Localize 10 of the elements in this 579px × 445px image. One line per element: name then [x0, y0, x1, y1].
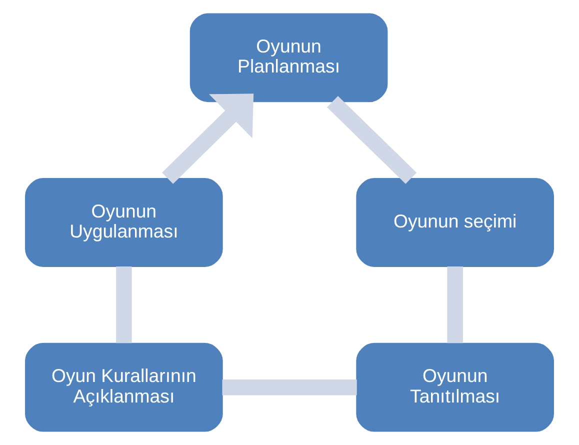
connector [326, 96, 417, 184]
connector [116, 266, 132, 344]
connector [447, 266, 463, 344]
node-box: Oyunun seçimi [356, 178, 554, 267]
node-box: Oyunun Tanıtılması [356, 342, 554, 432]
node-box: Oyunun Uygulanması [25, 178, 223, 267]
connector [222, 379, 357, 396]
arrow [162, 94, 254, 184]
node-box: Oyunun Planlanması [190, 13, 388, 102]
node-box: Oyun Kurallarının Açıklanması [25, 342, 223, 432]
